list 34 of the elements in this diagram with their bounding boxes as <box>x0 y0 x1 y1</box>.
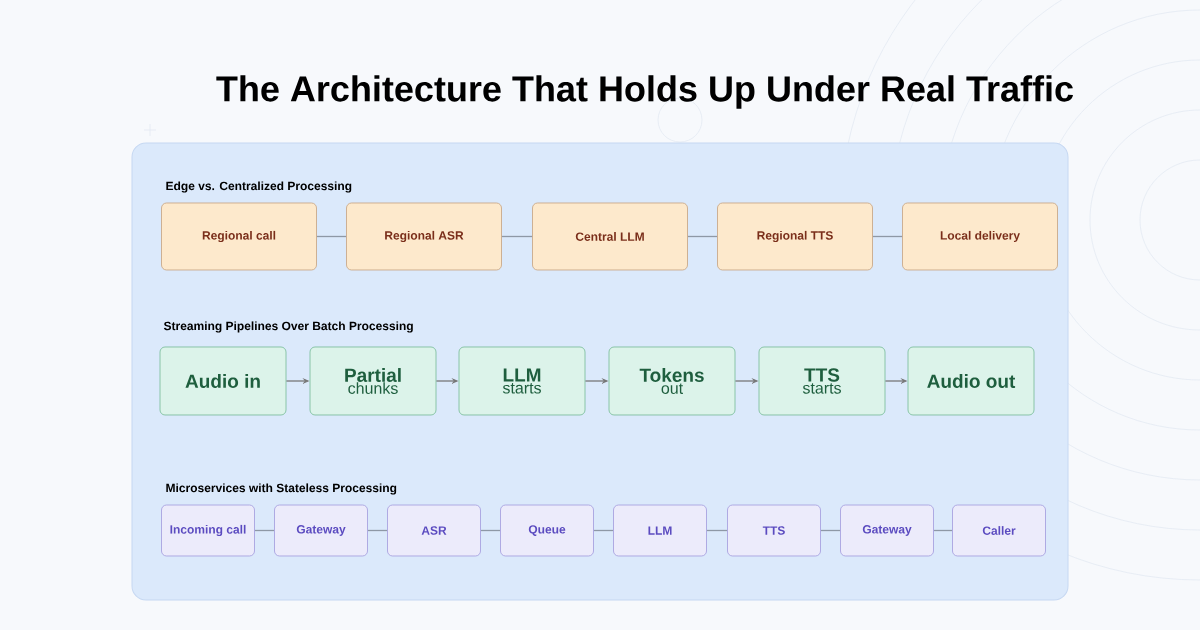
connector-line <box>316 235 347 238</box>
connector-line <box>254 529 275 532</box>
service-box: Gateway <box>274 504 368 557</box>
process-box: Central LLM <box>532 202 688 271</box>
service-box: Gateway <box>840 504 934 557</box>
service-box: ASR <box>387 504 481 557</box>
connector-line <box>480 529 501 532</box>
process-box: Regional ASR <box>346 202 502 271</box>
section-heading: Streaming Pipelines Over Batch Processing <box>163 321 413 333</box>
connector-line <box>872 235 903 238</box>
connector-line <box>367 529 388 532</box>
pipeline-step-box: Tokens out <box>608 346 736 416</box>
connector-line <box>593 529 614 532</box>
service-box: Caller <box>952 504 1046 557</box>
connector-line <box>687 235 718 238</box>
pipeline-step-box: Audio in <box>159 346 287 416</box>
process-box: Regional call <box>161 202 317 271</box>
service-box: LLM <box>613 504 707 557</box>
connector-line <box>933 529 953 532</box>
process-box: Local delivery <box>902 202 1058 271</box>
pipeline-step-box: TTS starts <box>758 346 886 416</box>
pipeline-step-box: Partial chunks <box>309 346 437 416</box>
service-box: TTS <box>727 504 821 557</box>
pipeline-step-box: LLM starts <box>458 346 586 416</box>
section-heading: Edge vs. Centralized Processing <box>166 181 352 193</box>
process-box: Regional TTS <box>717 202 873 271</box>
connector-line <box>501 235 533 238</box>
section-heading: Microservices with Stateless Processing <box>166 483 397 495</box>
connector-line <box>706 529 728 532</box>
pipeline-step-box: Audio out <box>907 346 1035 416</box>
connector-line <box>820 529 841 532</box>
service-box: Queue <box>500 504 594 557</box>
service-box: Incoming call <box>161 504 255 557</box>
title: The Architecture That Holds Up Under Real Traffic <box>216 75 1073 109</box>
